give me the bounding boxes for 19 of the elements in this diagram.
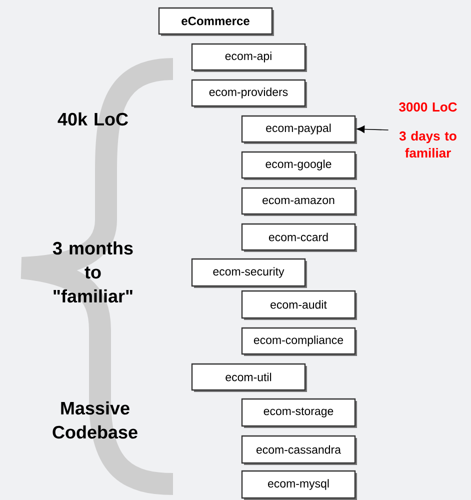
module-box: ecom-google bbox=[241, 151, 357, 180]
module-box: ecom-providers bbox=[191, 79, 307, 108]
module-box: ecom-audit bbox=[241, 290, 357, 320]
module-box: ecom-mysql bbox=[241, 470, 357, 500]
module-box: ecom-api bbox=[191, 43, 307, 72]
side-label: Massive Codebase bbox=[52, 401, 138, 439]
module-box: ecom-paypal bbox=[241, 115, 357, 144]
side-label: 40k LoC bbox=[58, 112, 128, 126]
module-box: ecom-util bbox=[191, 363, 307, 392]
module-box: ecom-ccard bbox=[241, 223, 357, 252]
side-label: 3 months to "familiar" bbox=[52, 241, 133, 303]
module-box: ecom-cassandra bbox=[241, 435, 357, 465]
module-box: ecom-storage bbox=[241, 398, 357, 428]
note-text: 3000 LoC 3 days to familiar bbox=[399, 102, 457, 158]
module-box: ecom-compliance bbox=[241, 327, 357, 356]
module-box: ecom-security bbox=[191, 258, 307, 288]
arrow bbox=[356, 126, 389, 133]
module-box: eCommerce bbox=[158, 7, 274, 36]
module-box: ecom-amazon bbox=[241, 187, 357, 216]
